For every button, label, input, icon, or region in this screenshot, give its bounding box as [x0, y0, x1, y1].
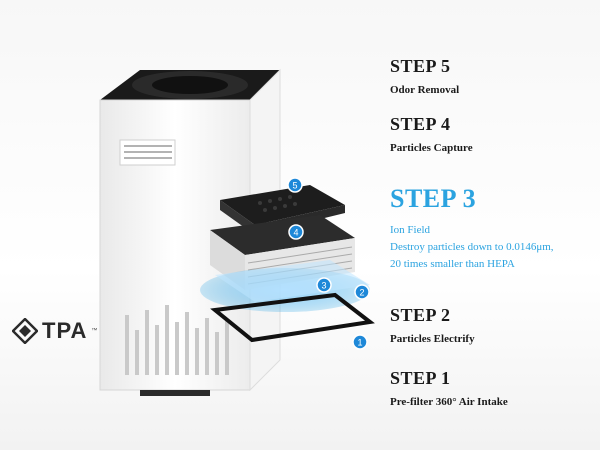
step-5-desc: Odor Removal [390, 84, 460, 96]
air-purifier-illustration [99, 68, 375, 396]
svg-text:3: 3 [321, 281, 326, 291]
svg-text:2: 2 [359, 288, 364, 298]
brand-name: TPA [42, 318, 88, 343]
step-2-desc: Particles Electrify [390, 333, 475, 345]
step-1-badge: 1 [352, 334, 368, 350]
step-2-title: STEP 2 [390, 305, 451, 325]
svg-text:1: 1 [357, 338, 362, 348]
step-1-desc: Pre-filter 360° Air Intake [390, 396, 508, 408]
step-3-title: STEP 3 [390, 184, 477, 213]
svg-text:4: 4 [293, 228, 298, 238]
step-5-badge: 5 [287, 177, 303, 193]
filter-stack [200, 185, 375, 343]
step-1-title: STEP 1 [390, 368, 451, 388]
step-2-badge: 2 [354, 284, 370, 300]
step-3-desc: Ion Field Destroy particles down to 0.01… [390, 224, 554, 270]
svg-text:5: 5 [292, 181, 297, 191]
brand-trademark: ™ [91, 328, 98, 334]
tpa-logo-icon [12, 318, 38, 344]
step-2: STEP 2 Particles Electrify [390, 305, 475, 345]
step-4-badge: 4 [288, 224, 304, 240]
step-3: STEP 3 Ion Field Destroy particles down … [390, 184, 554, 273]
step-3-badge: 3 [316, 277, 332, 293]
step-1: STEP 1 Pre-filter 360° Air Intake [390, 368, 508, 408]
step-4-desc: Particles Capture [390, 142, 473, 154]
steps-panel: STEP 5 Odor Removal STEP 4 Particles Cap… [390, 0, 600, 450]
step-4: STEP 4 Particles Capture [390, 114, 473, 154]
step-5-title: STEP 5 [390, 56, 451, 76]
step-4-title: STEP 4 [390, 114, 451, 134]
step-5: STEP 5 Odor Removal [390, 56, 459, 96]
